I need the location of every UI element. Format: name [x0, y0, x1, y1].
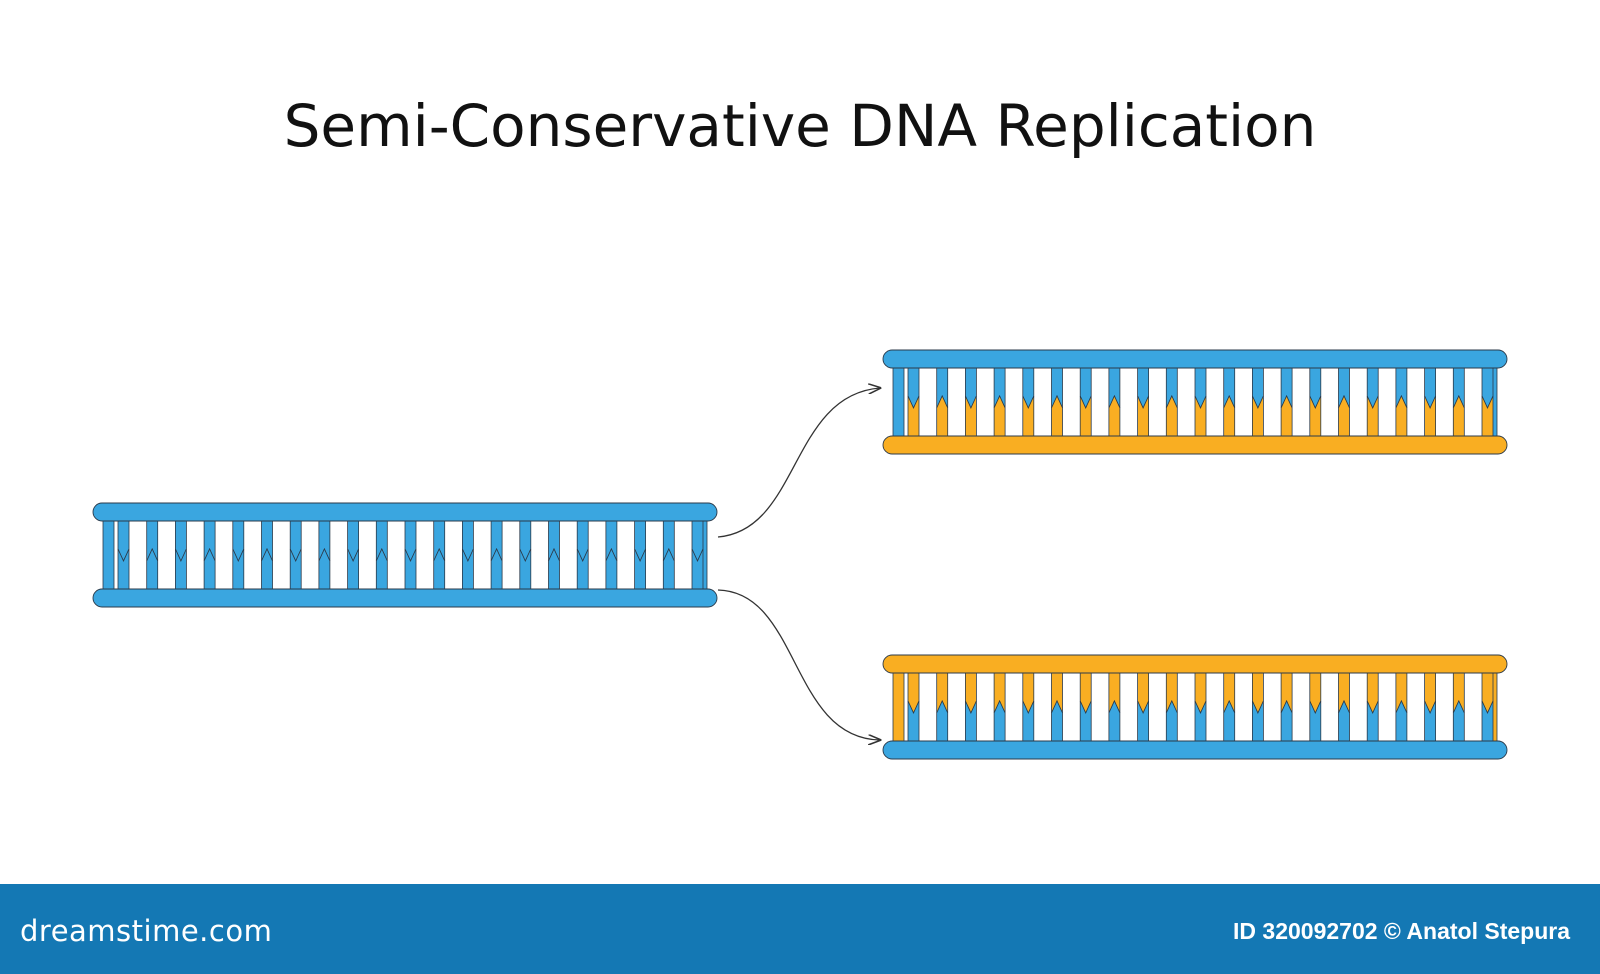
daughter-dna-molecule-bottom: [882, 654, 1508, 760]
arrow-to-bottom-daughter: [717, 589, 880, 740]
daughter-dna-molecule-top: [882, 349, 1508, 455]
footer-bar: dreamstime.com ID 320092702 © Anatol Ste…: [0, 884, 1600, 974]
diagram-title: Semi-Conservative DNA Replication: [283, 92, 1317, 160]
parent-dna-molecule: [92, 502, 718, 608]
top-strand-backbone: [92, 502, 718, 522]
arrow-to-top-daughter: [717, 388, 880, 538]
end-post: [102, 511, 115, 599]
top-strand-backbone: [882, 654, 1508, 674]
replication-diagram: [92, 349, 1508, 760]
bottom-strand-backbone: [882, 740, 1508, 760]
end-post: [892, 358, 905, 446]
bottom-strand-backbone: [882, 435, 1508, 455]
bottom-strand-backbone: [92, 588, 718, 608]
top-strand-backbone: [882, 349, 1508, 369]
brand-logo-text[interactable]: dreamstime.com: [20, 914, 273, 948]
image-credit: ID 320092702 © Anatol Stepura: [1233, 918, 1570, 944]
end-post: [892, 663, 905, 751]
